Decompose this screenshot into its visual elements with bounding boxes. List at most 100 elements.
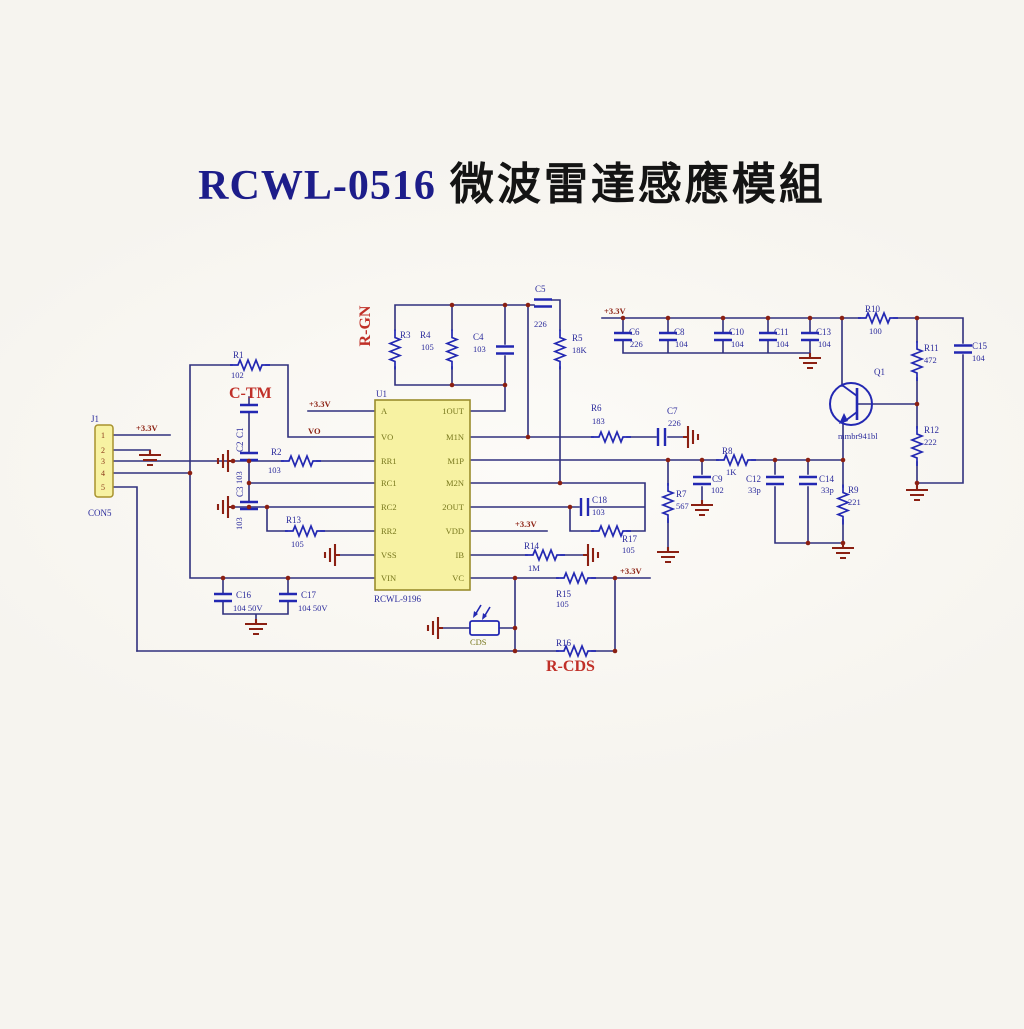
value-r10: 100 [869, 326, 882, 336]
label-c15: C15 [972, 341, 988, 351]
title-text: 微波雷達感應模組 [449, 160, 826, 209]
resistor-symbols [229, 312, 923, 657]
transistor-q1 [829, 382, 873, 426]
capacitor-c4 [494, 345, 516, 355]
pin-1out: 1OUT [442, 406, 465, 416]
label-c16: C16 [236, 590, 252, 600]
connector-name: CON5 [88, 508, 112, 518]
capacitor-c1 [238, 403, 260, 414]
pin-vin: VIN [381, 573, 396, 583]
pin-m1n: M1N [446, 432, 464, 442]
pin-vo: VO [381, 432, 393, 442]
value-c13: 104 [818, 339, 832, 349]
pin-vss: VSS [381, 550, 397, 560]
label-q1-part: mmbr941bl [838, 431, 878, 441]
net-label-rcds: R-CDS [546, 658, 595, 675]
wires-power-rail [601, 317, 964, 484]
label-c6: C6 [629, 327, 640, 337]
junction-dots [187, 302, 920, 654]
label-r5: R5 [572, 333, 583, 343]
capacitor-c7 [656, 426, 667, 448]
label-r12: R12 [924, 425, 939, 435]
value-r15: 105 [556, 599, 569, 609]
label-r9: R9 [848, 485, 859, 495]
connector-body [94, 424, 114, 498]
resistor-r6 [590, 431, 632, 443]
pin-number-3: 3 [101, 457, 105, 466]
label-r1: R1 [233, 350, 244, 360]
resistor-r10 [857, 312, 899, 324]
value-c16: 104 50V [233, 603, 263, 613]
value-r8: 1K [726, 467, 737, 477]
label-r15: R15 [556, 589, 572, 599]
ground-c9 [689, 498, 715, 517]
value-c6: 226 [630, 339, 643, 349]
label-c9: C9 [712, 474, 723, 484]
pin-vc: VC [452, 573, 464, 583]
capacitor-c5 [532, 298, 554, 308]
capacitor-c17 [277, 592, 299, 603]
ground-vss [323, 542, 342, 568]
resistor-r15 [555, 572, 597, 584]
resistor-r2 [280, 455, 322, 467]
pin-a: A [381, 406, 388, 416]
resistor-r14 [524, 549, 566, 561]
label-r17: R17 [622, 534, 638, 544]
label-r13: R13 [286, 515, 302, 525]
ic-body [374, 399, 471, 591]
resistor-r9 [837, 483, 849, 526]
net-v33-vdd: +3.3V [515, 519, 537, 529]
pin-vdd: VDD [446, 526, 464, 536]
ground-cds [426, 615, 445, 641]
resistor-r8 [715, 454, 757, 466]
ic-ref: U1 [376, 389, 387, 399]
ground-bypass-rail [797, 351, 823, 370]
capacitor-c16 [212, 592, 234, 603]
label-c14: C14 [819, 474, 835, 484]
value-c8: 104 [675, 339, 689, 349]
pin-m2n: M2N [446, 478, 464, 488]
value-c17: 104 50V [298, 603, 328, 613]
value-c2: 103 [234, 471, 244, 484]
ground-c7 [681, 424, 700, 450]
capacitor-c9 [691, 475, 713, 486]
value-c9: 102 [711, 485, 724, 495]
net-vo: VO [308, 426, 321, 436]
connector-ref: J1 [91, 414, 99, 424]
resistor-r5 [554, 328, 566, 371]
value-r17: 105 [622, 545, 635, 555]
value-r5: 18K [572, 345, 588, 355]
title-model: RCWL-0516 [198, 163, 436, 209]
net-v33-vc: +3.3V [620, 566, 642, 576]
value-c14: 33p [821, 485, 834, 495]
pin-number-4: 4 [101, 469, 105, 478]
net-v33-rail: +3.3V [604, 306, 626, 316]
ground-c16-c17 [243, 617, 269, 636]
ground-r7 [655, 545, 681, 564]
resistor-r4 [446, 328, 458, 371]
capacitor-c18 [579, 496, 590, 518]
label-c11: C11 [774, 327, 789, 337]
pin-number-5: 5 [101, 483, 105, 492]
label-c5: C5 [535, 284, 546, 294]
resistor-r11 [911, 340, 923, 382]
connector-j1: J1 CON5 1 2 3 4 5 [88, 414, 114, 518]
net-v33-j1: +3.3V [136, 423, 158, 433]
capacitor-c14 [797, 475, 819, 486]
label-q1: Q1 [874, 367, 885, 377]
value-c3: 103 [234, 517, 244, 530]
value-r6: 183 [592, 416, 605, 426]
label-r14: R14 [524, 541, 540, 551]
value-c11: 104 [776, 339, 790, 349]
net-label-ctm: C-TM [229, 385, 272, 402]
label-c17: C17 [301, 590, 317, 600]
label-c3: C3 [235, 486, 245, 497]
capacitor-c12 [764, 475, 786, 486]
label-c13: C13 [816, 327, 832, 337]
value-c5: 226 [534, 319, 547, 329]
net-v33-pin-a: +3.3V [309, 399, 331, 409]
ic-part-number: RCWL-9196 [374, 594, 421, 604]
value-r9: 221 [848, 497, 861, 507]
resistor-r3 [389, 328, 401, 371]
component-labels: R1 102 R2 103 R13 105 C1 C2 103 C3 103 R… [231, 284, 988, 648]
